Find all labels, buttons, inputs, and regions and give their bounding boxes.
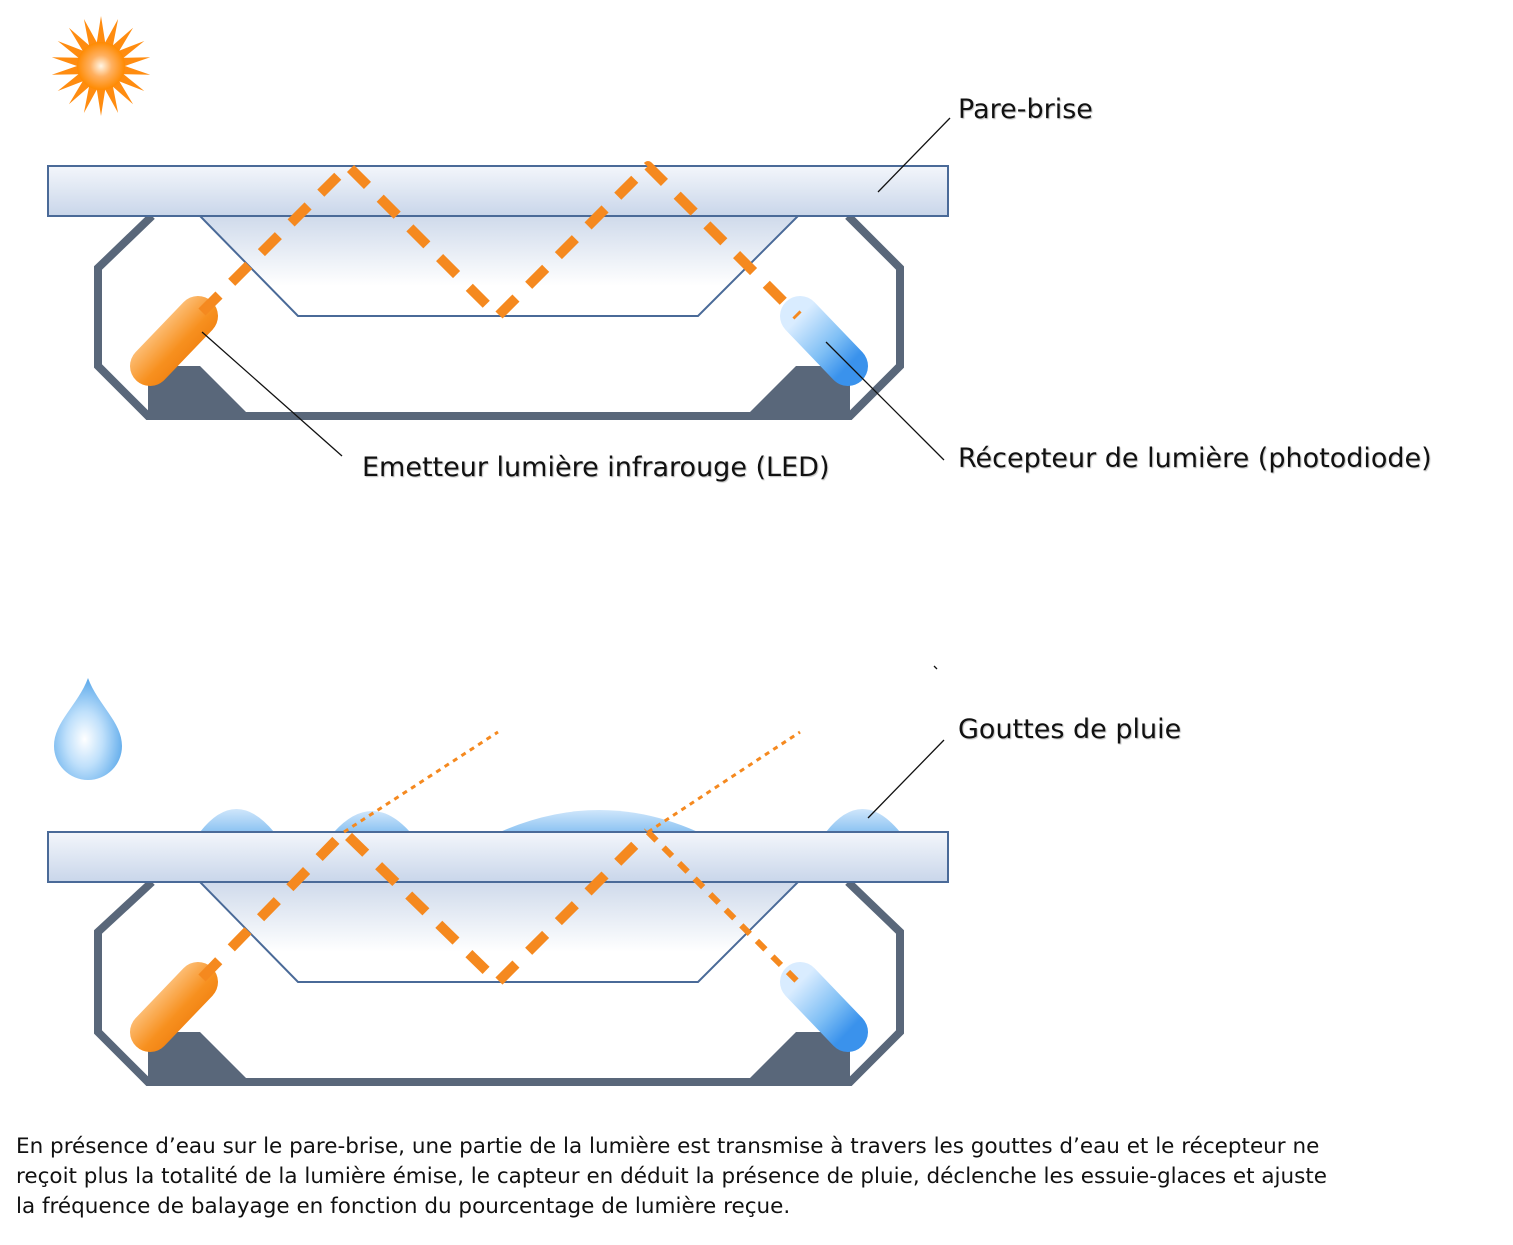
label-emitter: Emetteur lumière infrarouge (LED)	[362, 452, 830, 483]
caption-line: la fréquence de balayage en fonction du …	[16, 1194, 791, 1219]
sensor-housing	[94, 213, 904, 420]
optical-prism	[197, 881, 801, 983]
weakened-light-beam	[645, 829, 801, 985]
emitter-mount	[148, 1032, 246, 1078]
leader-line-windshield	[877, 117, 951, 193]
receiver-mount	[750, 366, 850, 412]
sensor-assembly-wet	[47, 730, 949, 1086]
sensor-housing	[94, 879, 904, 1086]
label-windshield: Pare-brise	[958, 94, 1093, 125]
label-receiver: Récepteur de lumière (photodiode)	[958, 443, 1432, 474]
leader-line-raindrops	[867, 739, 945, 819]
light-beam	[198, 827, 652, 987]
leader-line-receiver	[825, 341, 945, 461]
sensor-assembly-dry	[47, 161, 949, 420]
leader-line-emitter	[201, 331, 343, 457]
water-drop-icon	[54, 678, 122, 780]
light-beam	[198, 161, 802, 321]
caption: En présence d’eau sur le pare-brise, une…	[16, 1132, 1496, 1222]
transmitted-light	[647, 730, 801, 834]
windshield	[47, 165, 949, 217]
emitter-led	[130, 296, 218, 386]
receiver-mount	[750, 1032, 850, 1078]
receiver-photodiode	[780, 296, 868, 386]
caption-line: reçoit plus la totalité de la lumière ém…	[16, 1164, 1327, 1189]
emitter-led	[130, 962, 218, 1052]
stray-mark	[933, 665, 938, 670]
windshield	[47, 831, 949, 883]
raindrop	[826, 809, 900, 832]
label-raindrops: Gouttes de pluie	[958, 714, 1182, 745]
receiver-photodiode	[780, 962, 868, 1052]
emitter-mount	[148, 366, 246, 412]
raindrop	[500, 810, 698, 832]
raindrop	[200, 809, 274, 832]
transmitted-light	[343, 730, 499, 834]
sun-icon	[51, 16, 151, 116]
caption-line: En présence d’eau sur le pare-brise, une…	[16, 1134, 1320, 1159]
